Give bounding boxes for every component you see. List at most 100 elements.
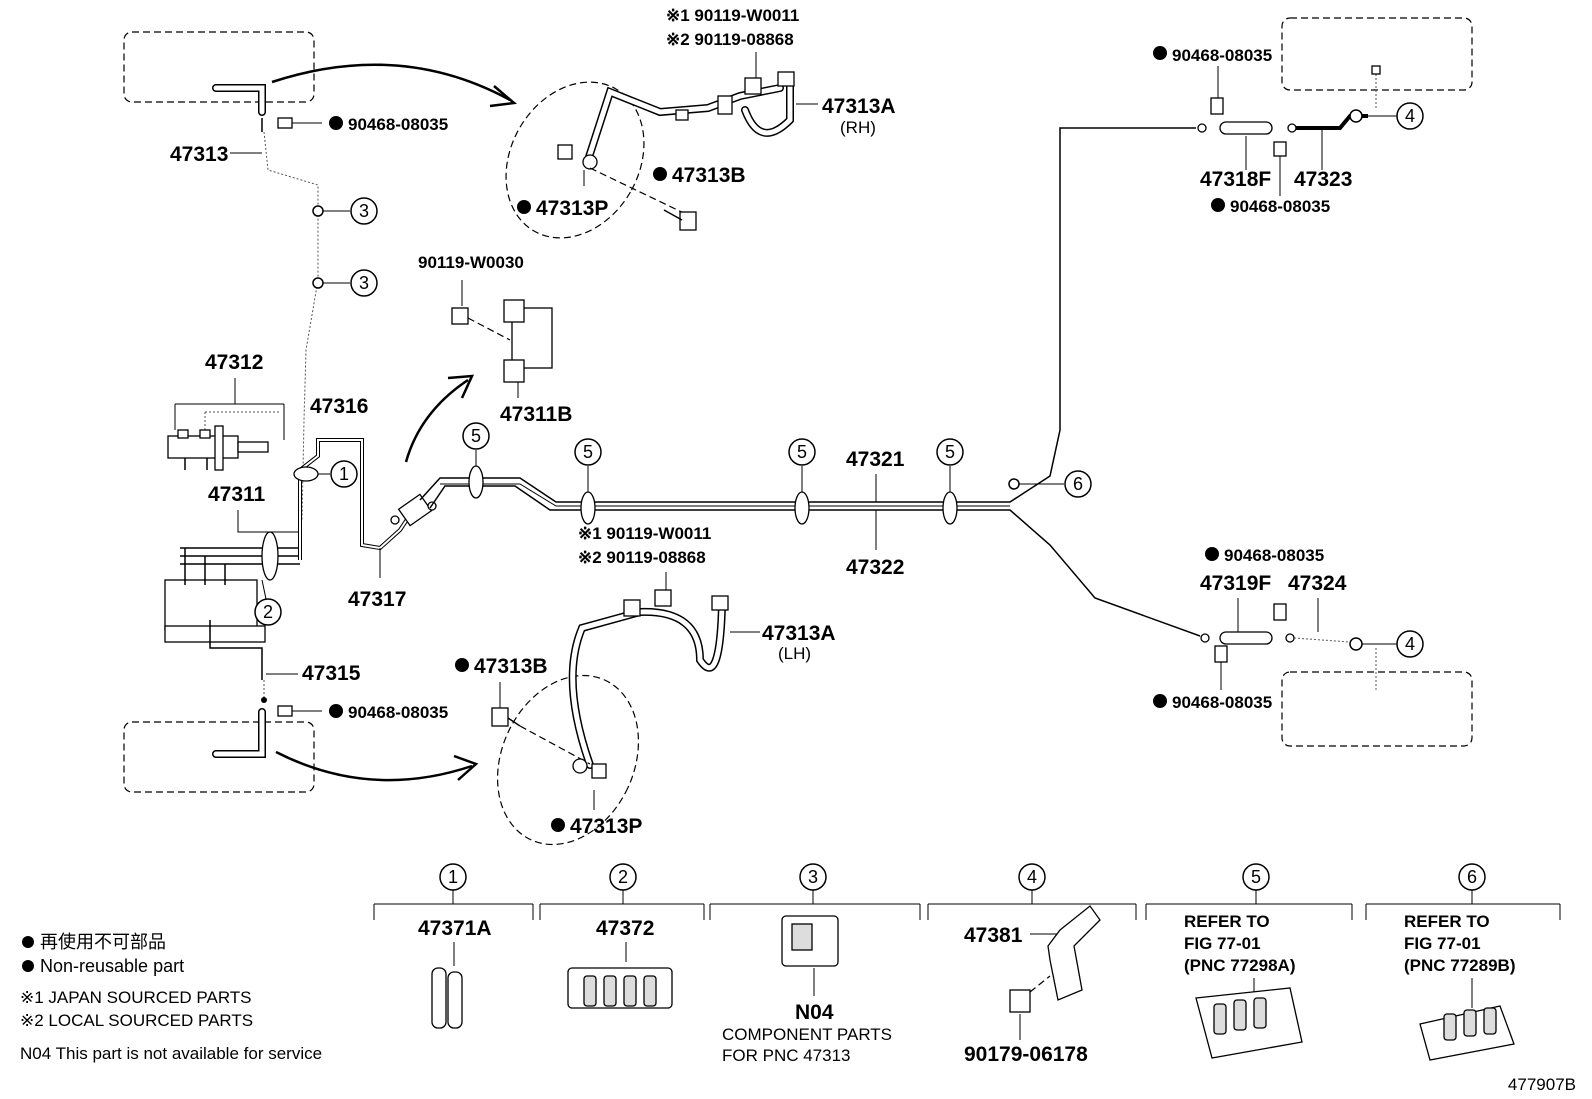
legend-ref3-5: (PNC 77298A): [1184, 956, 1296, 975]
clamp-47371A-icon: [431, 967, 463, 1029]
svg-text:2: 2: [263, 602, 273, 622]
tube-47316: [298, 438, 422, 560]
bolt-47313B-top: [663, 209, 697, 231]
label-47315: 47315: [302, 662, 361, 685]
label-47313P-top: 47313P: [536, 197, 608, 220]
legend-ref1-6: REFER TO: [1404, 912, 1490, 931]
svg-text:6: 6: [1467, 867, 1477, 887]
svg-text:3: 3: [359, 201, 369, 221]
clamp-5-c: [794, 491, 810, 525]
svg-text:3: 3: [808, 867, 818, 887]
legend-note-component: COMPONENT PARTS: [722, 1025, 892, 1044]
label-47317: 47317: [348, 588, 406, 611]
clip-icon-tr2: [1273, 141, 1287, 157]
label-47321: 47321: [846, 448, 905, 471]
label-47313B-bottom: 47313B: [474, 655, 548, 678]
label-rh-note2: ※2 90119-08868: [666, 30, 794, 49]
label-lh-note2: ※2 90119-08868: [578, 548, 706, 567]
callout-1: [330, 460, 358, 488]
clip-icon-tl: [277, 117, 293, 129]
svg-text:1: 1: [448, 867, 458, 887]
legend-ref2-6: FIG 77-01: [1404, 934, 1481, 953]
legend-box-5: 5 REFER TO FIG 77-01 (PNC 77298A): [1145, 863, 1353, 1059]
label-rh: (RH): [840, 118, 876, 137]
bracket-47311B: [451, 280, 553, 398]
arrow-to-bracket: [404, 374, 475, 463]
svg-text:5: 5: [583, 442, 593, 462]
legend-note-pnc: FOR PNC 47313: [722, 1046, 851, 1065]
area-box-front-left-top: [123, 31, 315, 103]
note-local-sourced: ※2 LOCAL SOURCED PARTS: [20, 1011, 253, 1030]
label-rh-note1: ※1 90119-W0011: [666, 6, 799, 25]
note-japan-sourced: ※1 JAPAN SOURCED PARTS: [20, 988, 252, 1007]
legend-part-47381: 47381: [964, 924, 1023, 947]
label-47311: 47311: [208, 483, 266, 506]
svg-text:3: 3: [359, 273, 369, 293]
junction-bracket: [390, 493, 437, 527]
non-reusable-dot: [329, 116, 343, 130]
svg-text:1: 1: [339, 464, 349, 484]
master-cylinder: [167, 425, 269, 471]
clamp-ref5-icon: [1195, 987, 1303, 1059]
clip-icon-br2: [1214, 645, 1228, 663]
callout-3-bottom: [350, 269, 378, 297]
arrow-to-rh-detail: [271, 63, 517, 108]
legend-ref2-5: FIG 77-01: [1184, 934, 1261, 953]
clamp-1: [293, 466, 319, 482]
label-90468-08035-tr2: 90468-08035: [1230, 197, 1330, 216]
svg-text:2: 2: [618, 867, 628, 887]
label-47322: 47322: [846, 556, 904, 579]
note-jp: 再使用不可部品: [40, 932, 166, 952]
front-hose-bottom-left: [212, 708, 266, 758]
label-47313P-bottom: 47313P: [570, 815, 642, 838]
label-90468-08035-br1: 90468-08035: [1224, 546, 1324, 565]
area-box-rear-left: [1281, 671, 1473, 747]
nut-90179-icon: [1009, 989, 1031, 1013]
label-47316: 47316: [310, 395, 368, 418]
clamp-5-d: [942, 491, 958, 525]
detail-ellipse-rh: [505, 81, 645, 239]
callout-3-top: [350, 197, 378, 225]
note-non-reusable: Non-reusable part: [40, 956, 184, 976]
legend-part-90179-06178: 90179-06178: [964, 1043, 1088, 1066]
legend-ref3-6: (PNC 77289B): [1404, 956, 1516, 975]
svg-text:6: 6: [1073, 474, 1083, 494]
clip-47381-icon: [1047, 905, 1101, 1001]
svg-text:5: 5: [945, 442, 955, 462]
area-box-front-left-bottom: [123, 721, 315, 793]
label-47313: 47313: [170, 143, 228, 166]
clip-icon-br1: [1273, 603, 1287, 621]
detail-ellipse-lh: [496, 674, 640, 846]
abs-actuator: [164, 531, 300, 680]
banjo-bolt-lh: [572, 758, 607, 779]
svg-text:5: 5: [1251, 867, 1261, 887]
figure-id: 477907B: [1508, 1075, 1576, 1094]
clamp-ref6-icon: [1419, 1005, 1515, 1061]
label-47324: 47324: [1288, 572, 1347, 595]
label-lh: (LH): [778, 644, 811, 663]
clip-icon-bl: [277, 705, 293, 717]
tube-47321: [419, 127, 1196, 503]
label-47323: 47323: [1294, 168, 1352, 191]
area-box-rear-right: [1281, 17, 1473, 91]
flexible-hose-lh: [568, 589, 729, 769]
label-47313A-rh: 47313A: [822, 95, 896, 118]
label-47313B-top: 47313B: [672, 164, 746, 187]
label-47313A-lh: 47313A: [762, 622, 836, 645]
callout-4-bottom: [1396, 630, 1424, 658]
label-47318F: 47318F: [1200, 168, 1271, 191]
clamp-5-a: [468, 465, 484, 499]
callout-4-top: [1396, 102, 1424, 130]
svg-text:5: 5: [797, 442, 807, 462]
clamp-6: [1008, 478, 1020, 490]
legend-box-6: 6 REFER TO FIG 77-01 (PNC 77289B): [1365, 863, 1561, 1061]
legend-part-47372: 47372: [596, 917, 654, 940]
legend-box-2: 2 47372: [539, 863, 705, 1009]
legend-part-N04: N04: [795, 1001, 834, 1024]
label-90119-W0030: 90119-W0030: [418, 253, 524, 272]
label-90468-08035-tr1: 90468-08035: [1172, 46, 1272, 65]
front-hose-top-left: [212, 84, 266, 132]
flexible-hose-rh: [584, 71, 795, 164]
legend-part-47371A: 47371A: [418, 917, 492, 940]
